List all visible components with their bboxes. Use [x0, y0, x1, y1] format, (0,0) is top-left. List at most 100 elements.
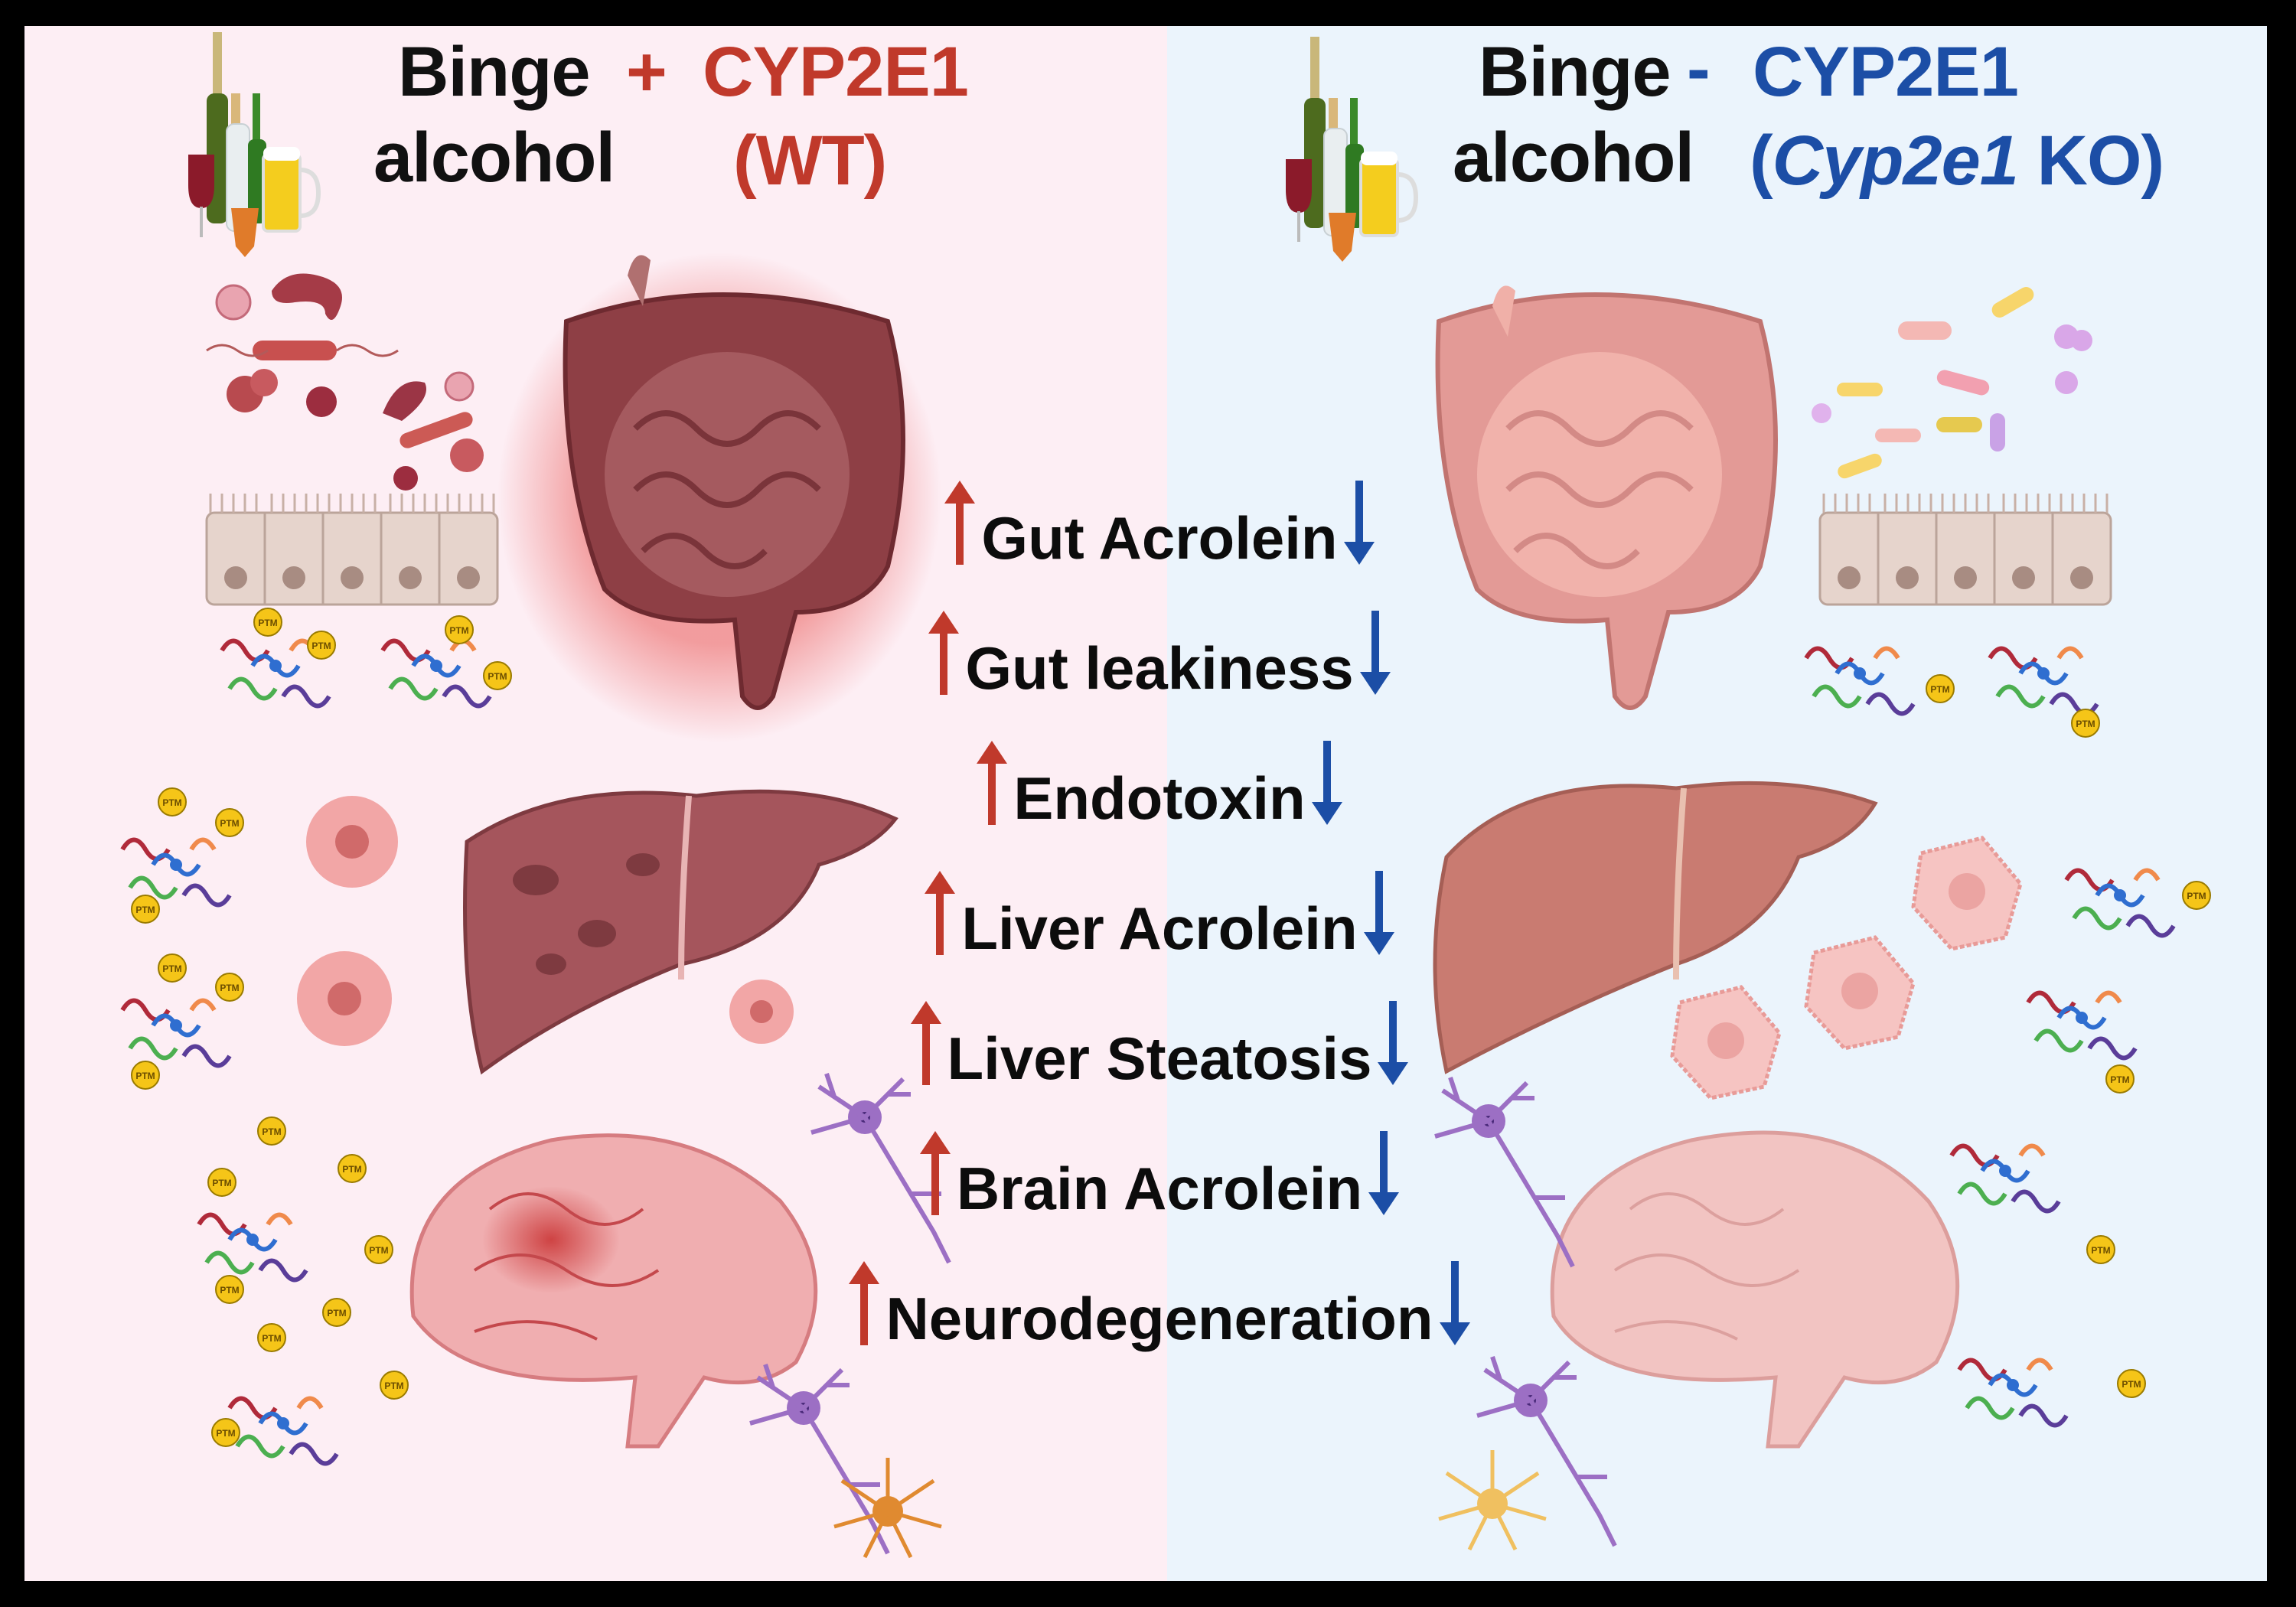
ptm-tag-icon: PTM — [445, 615, 474, 644]
intestine-icon — [1435, 285, 1778, 710]
ptm-tag-circle — [2086, 1235, 2115, 1264]
ptm-label: PTM — [262, 1126, 281, 1137]
left-gene: CYP2E1 — [703, 33, 969, 111]
ptm-label: PTM — [212, 1178, 231, 1188]
down-arrow-icon — [1368, 1131, 1400, 1215]
ptm-tag-icon: PTM — [158, 953, 187, 983]
ptm-tag-circle — [322, 1298, 351, 1327]
ptm-label: PTM — [2091, 1245, 2110, 1256]
ptm-label: PTM — [369, 1245, 388, 1256]
protein-icon: PTM PTM — [2028, 871, 2211, 1094]
ptm-tag-icon: PTM — [307, 631, 336, 660]
ptm-tag-circle — [338, 1154, 367, 1183]
ptm-tag-circle — [2105, 1064, 2135, 1094]
down-arrow-icon — [1343, 481, 1375, 565]
ptm-tag-icon: PTM — [338, 1154, 367, 1183]
ptm-tag-icon: PTM — [215, 808, 244, 837]
left-sign: + — [626, 33, 667, 111]
ptm-label: PTM — [162, 797, 181, 808]
ptm-label: PTM — [327, 1308, 346, 1319]
finding-row: Liver Acrolein — [0, 871, 2296, 958]
alcohol-bottles-icon — [188, 32, 318, 257]
ptm-tag-icon: PTM — [380, 1371, 409, 1400]
right-sign: - — [1687, 30, 1711, 108]
ptm-label: PTM — [311, 641, 331, 651]
liver-icon — [463, 789, 899, 1075]
finding-row: Endotoxin — [0, 741, 2296, 828]
steatotic-hepatocyte-icon — [297, 796, 794, 1046]
astrocyte-icon — [833, 1458, 942, 1559]
ptm-label: PTM — [135, 905, 155, 915]
ptm-tag-circle — [1926, 674, 1955, 703]
modified-protein-icon: PTM PTM PTM PTM PTM PTM — [122, 787, 244, 1090]
ptm-tag-circle — [2117, 1369, 2146, 1398]
right-title-alcohol: alcohol — [1453, 119, 1694, 197]
ptm-label: PTM — [2110, 1074, 2129, 1085]
ptm-label: PTM — [384, 1380, 403, 1391]
down-arrow-icon — [1378, 1001, 1409, 1085]
left-title-alcohol: alcohol — [373, 119, 615, 197]
modified-protein-icon: PTM PTM PTM PTM — [222, 608, 512, 706]
ptm-tag-icon: PTM — [131, 1061, 160, 1090]
finding-row: Gut Acrolein — [0, 481, 2296, 568]
down-arrow-icon — [1359, 611, 1391, 695]
ptm-label: PTM — [2187, 891, 2206, 901]
ptm-label: PTM — [1930, 684, 1949, 695]
protein-icon: PTM PTM — [1952, 1146, 2146, 1426]
ptm-tag-circle — [445, 615, 474, 644]
genotype-rest: KO) — [2017, 122, 2165, 200]
ptm-label: PTM — [342, 1164, 361, 1175]
finding-row: Liver Steatosis — [0, 1001, 2296, 1088]
finding-label: Neurodegeneration — [885, 1285, 1433, 1352]
ptm-tag-icon: PTM — [158, 787, 187, 817]
ptm-tag-icon: PTM — [2105, 1064, 2135, 1094]
ptm-label: PTM — [216, 1428, 235, 1439]
ptm-tag-icon: PTM — [364, 1235, 393, 1264]
ptm-tag-icon: PTM — [131, 895, 160, 924]
brain-icon — [409, 1133, 818, 1449]
alcohol-bottles-icon — [1286, 37, 1416, 262]
ptm-label: PTM — [2122, 1379, 2141, 1390]
finding-label: Liver Acrolein — [961, 895, 1358, 962]
ptm-tag-circle — [215, 1275, 244, 1304]
ptm-label: PTM — [449, 625, 468, 636]
brain-icon — [1550, 1130, 1960, 1449]
genotype-open: ( — [1750, 122, 1773, 200]
ptm-tag-circle — [483, 661, 512, 690]
ptm-tag-circle — [307, 631, 336, 660]
ptm-label: PTM — [220, 818, 239, 829]
down-arrow-icon — [1363, 871, 1394, 955]
ptm-tag-circle — [2182, 881, 2211, 910]
ptm-tag-icon: PTM — [483, 661, 512, 690]
finding-row: Neurodegeneration — [0, 1261, 2296, 1348]
ptm-tag-icon: PTM — [215, 973, 244, 1002]
up-arrow-icon — [928, 611, 960, 695]
ptm-label: PTM — [220, 983, 239, 993]
up-arrow-icon — [910, 1001, 941, 1085]
ptm-tag-circle — [2071, 709, 2100, 738]
finding-label: Gut Acrolein — [981, 504, 1338, 572]
ptm-tag-icon: PTM — [1926, 674, 1955, 703]
ptm-label: PTM — [2076, 719, 2095, 729]
ptm-label: PTM — [162, 963, 181, 974]
ptm-tag-icon: PTM — [2182, 881, 2211, 910]
finding-label: Endotoxin — [1013, 764, 1306, 832]
ptm-tag-circle — [211, 1418, 240, 1447]
ptm-tag-circle — [257, 1323, 286, 1352]
ptm-tag-icon: PTM — [211, 1418, 240, 1447]
up-arrow-icon — [944, 481, 976, 565]
ptm-label: PTM — [258, 618, 277, 628]
ptm-tag-circle — [158, 953, 187, 983]
left-genotype: (WT) — [733, 122, 887, 200]
ptm-tag-icon: PTM — [257, 1323, 286, 1352]
genotype-gene: Cyp2e1 — [1772, 122, 2019, 200]
down-arrow-icon — [1439, 1261, 1470, 1345]
ptm-label: PTM — [488, 671, 507, 682]
finding-label: Brain Acrolein — [956, 1155, 1363, 1222]
finding-label: Gut leakiness — [965, 634, 1354, 702]
finding-label: Liver Steatosis — [947, 1025, 1372, 1092]
ptm-tag-icon: PTM — [257, 1116, 286, 1146]
